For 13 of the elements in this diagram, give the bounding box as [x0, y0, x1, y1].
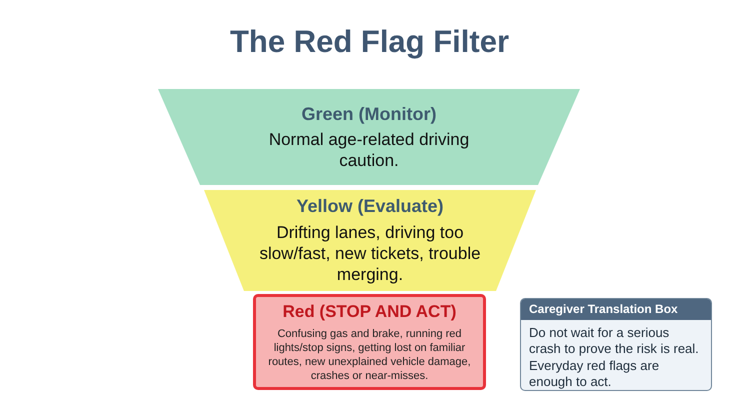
- section-heading: Red (STOP AND ACT): [282, 301, 458, 322]
- card-heading: Caregiver Translation Box: [521, 299, 711, 320]
- section-heading: Yellow (Evaluate): [295, 195, 445, 218]
- card-text: Do not wait for a serious crash to prove the risk is real. Everyday red flags are enough to act.: [528, 324, 700, 390]
- callout-card: [520, 298, 712, 391]
- section-heading: Green (Monitor): [300, 102, 438, 125]
- funnel-section: [204, 190, 536, 291]
- title: The Red Flag Filter: [228, 24, 510, 60]
- section-description: Normal age-related driving caution.: [268, 129, 470, 172]
- funnel-section: [253, 294, 486, 390]
- section-description: Drifting lanes, driving too slow/fast, new tickets, trouble merging.: [258, 222, 482, 286]
- funnel-section: [158, 89, 580, 185]
- section-description: Confusing gas and brake, running red lights/stop signs, getting lost on familiar routes, new unexplained vehicle damage, crashes or near-misses.: [267, 328, 472, 384]
